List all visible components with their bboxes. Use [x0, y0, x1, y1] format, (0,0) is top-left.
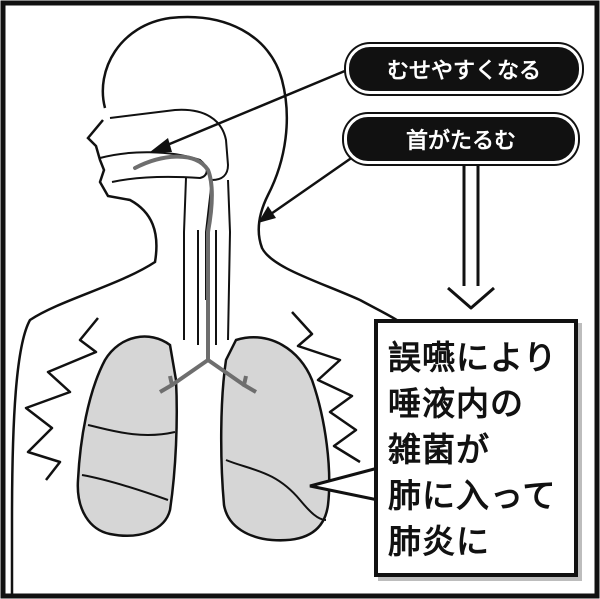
callout-line: 肺に入って: [388, 476, 557, 515]
neck-sagging-label: 首がたるむ: [344, 114, 578, 164]
arrow-head-2: [258, 206, 276, 223]
left-lung: [219, 336, 331, 542]
left-lung-lobe-line: [225, 459, 327, 521]
throat-wall: [183, 177, 232, 341]
nasal-cavity: [109, 108, 230, 300]
shock-lines-right: [291, 311, 361, 464]
right-lung: [76, 335, 178, 537]
right-lung-lobe-line: [81, 424, 176, 501]
neck-sagging-label-text: 首がたるむ: [405, 129, 516, 154]
arrow-line-2: [267, 150, 361, 218]
callout-line: 雑菌が: [388, 430, 490, 469]
choking-label-text: むせやすくなる: [386, 59, 541, 84]
body-silhouette: [10, 15, 411, 596]
saliva-arrowhead-left: [158, 375, 175, 394]
arrow-head-1: [150, 138, 172, 152]
down-arrow: [447, 162, 495, 310]
callout-line: 肺炎に: [388, 522, 490, 561]
saliva-arrowhead-right: [241, 375, 258, 394]
callout-line: 唾液内の: [388, 384, 524, 423]
callout-line: 誤嚥により: [388, 338, 558, 377]
arrow-line-1: [159, 66, 353, 150]
pneumonia-callout: 誤嚥により 唾液内の 雑菌が 肺に入って 肺炎に: [374, 319, 578, 577]
trachea: [197, 230, 217, 345]
saliva-path: [133, 154, 246, 387]
choking-label: むせやすくなる: [346, 44, 582, 94]
shock-lines-left: [24, 317, 99, 481]
